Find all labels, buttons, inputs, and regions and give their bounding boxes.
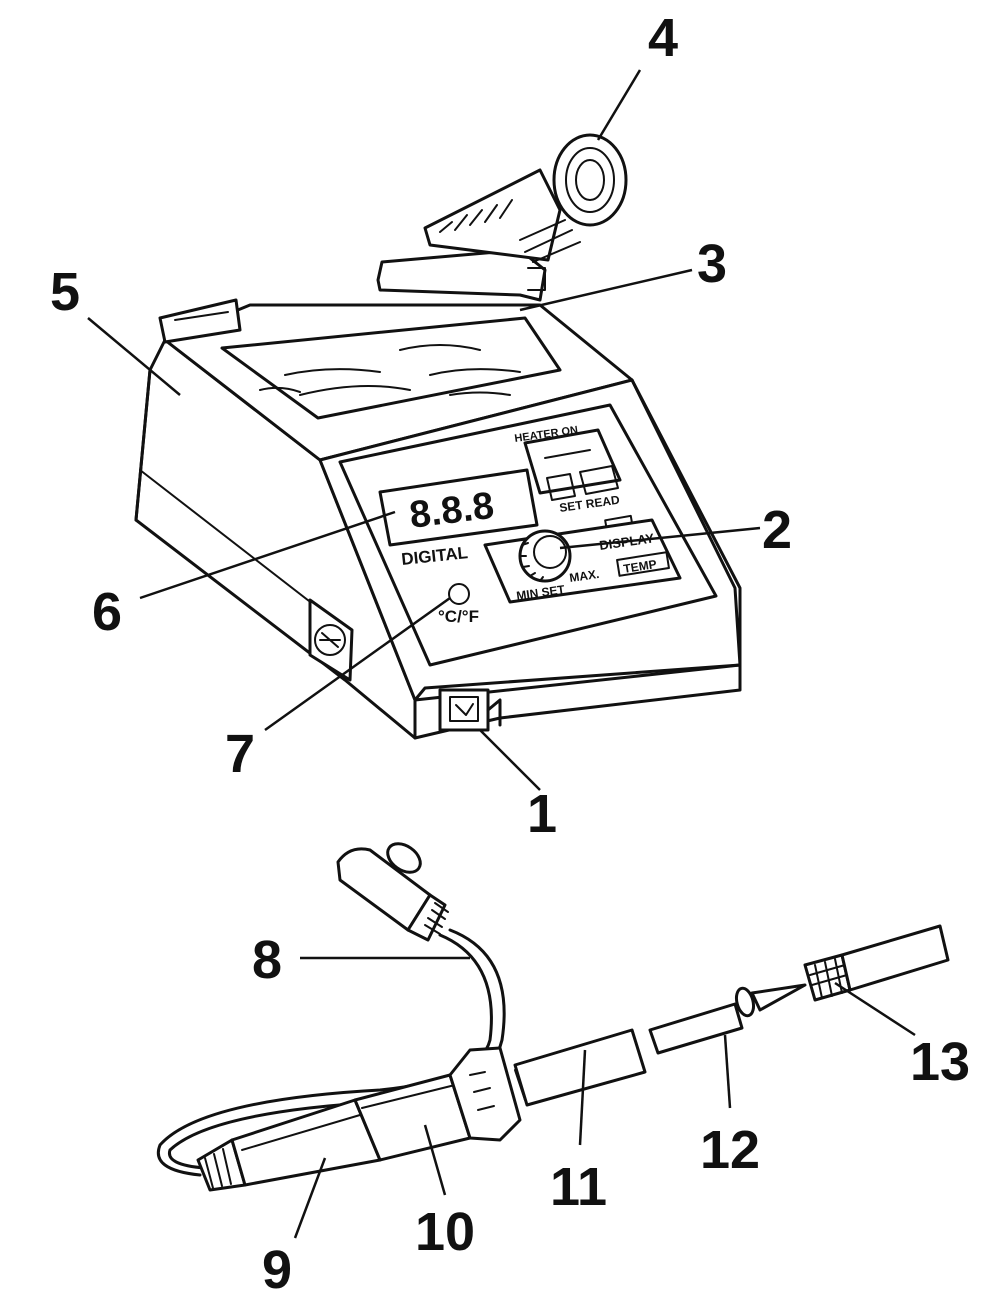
leader-3	[519, 268, 693, 312]
iron-cable	[157, 933, 493, 1177]
leader-9	[293, 1157, 327, 1239]
callout-numbers: 1 2 3 4 5 6 7 8 9 10 11 12 13	[50, 8, 970, 1299]
callout-13: 13	[910, 1032, 970, 1092]
leader-13	[834, 981, 916, 1037]
callout-8: 8	[252, 930, 282, 990]
leader-11	[578, 1049, 587, 1146]
led-display	[378, 468, 539, 547]
iron-socket	[308, 598, 354, 682]
temp-button[interactable]	[616, 551, 670, 577]
callout-1: 1	[527, 784, 557, 844]
station-back-block	[158, 298, 242, 344]
callout-11: 11	[550, 1157, 607, 1217]
soldering-station: 8.8.8 HEATER ON SET READ DISPLAY TEMP MA…	[134, 133, 742, 740]
iron-tip	[648, 1002, 744, 1055]
min-set-label: MIN SET	[515, 582, 566, 603]
leader-10	[423, 1124, 447, 1196]
leader-7	[264, 596, 451, 732]
leader-2	[559, 526, 761, 550]
callout-3: 3	[697, 234, 727, 294]
callout-6: 6	[92, 582, 122, 642]
tip-sleeve	[840, 924, 950, 992]
leader-lines	[87, 69, 916, 1239]
led-readout: 8.8.8	[407, 485, 496, 537]
callout-9: 9	[262, 1240, 292, 1299]
leader-5	[87, 317, 181, 396]
callout-5: 5	[50, 262, 80, 322]
temperature-knob[interactable]	[518, 529, 572, 583]
temp-label: TEMP	[622, 557, 657, 576]
unit-toggle-button[interactable]	[448, 583, 470, 605]
callout-2: 2	[762, 500, 792, 560]
iron-handle	[230, 1098, 382, 1187]
iron-barrel	[513, 1028, 647, 1107]
unit-toggle-label: °C/°F	[438, 607, 479, 626]
callout-4: 4	[648, 8, 678, 68]
callout-7: 7	[225, 724, 255, 784]
soldering-iron	[157, 842, 950, 1192]
control-panel	[338, 403, 718, 667]
leader-12	[723, 1034, 732, 1109]
leader-1	[479, 729, 541, 791]
max-label: MAX.	[568, 567, 600, 585]
iron-holder	[376, 133, 628, 302]
leader-4	[596, 69, 642, 141]
callout-10: 10	[415, 1202, 475, 1262]
callout-12: 12	[700, 1120, 760, 1180]
leader-6	[139, 510, 396, 600]
iron-plug	[336, 842, 449, 942]
iron-collar	[448, 1046, 522, 1142]
power-switch[interactable]	[438, 688, 490, 732]
